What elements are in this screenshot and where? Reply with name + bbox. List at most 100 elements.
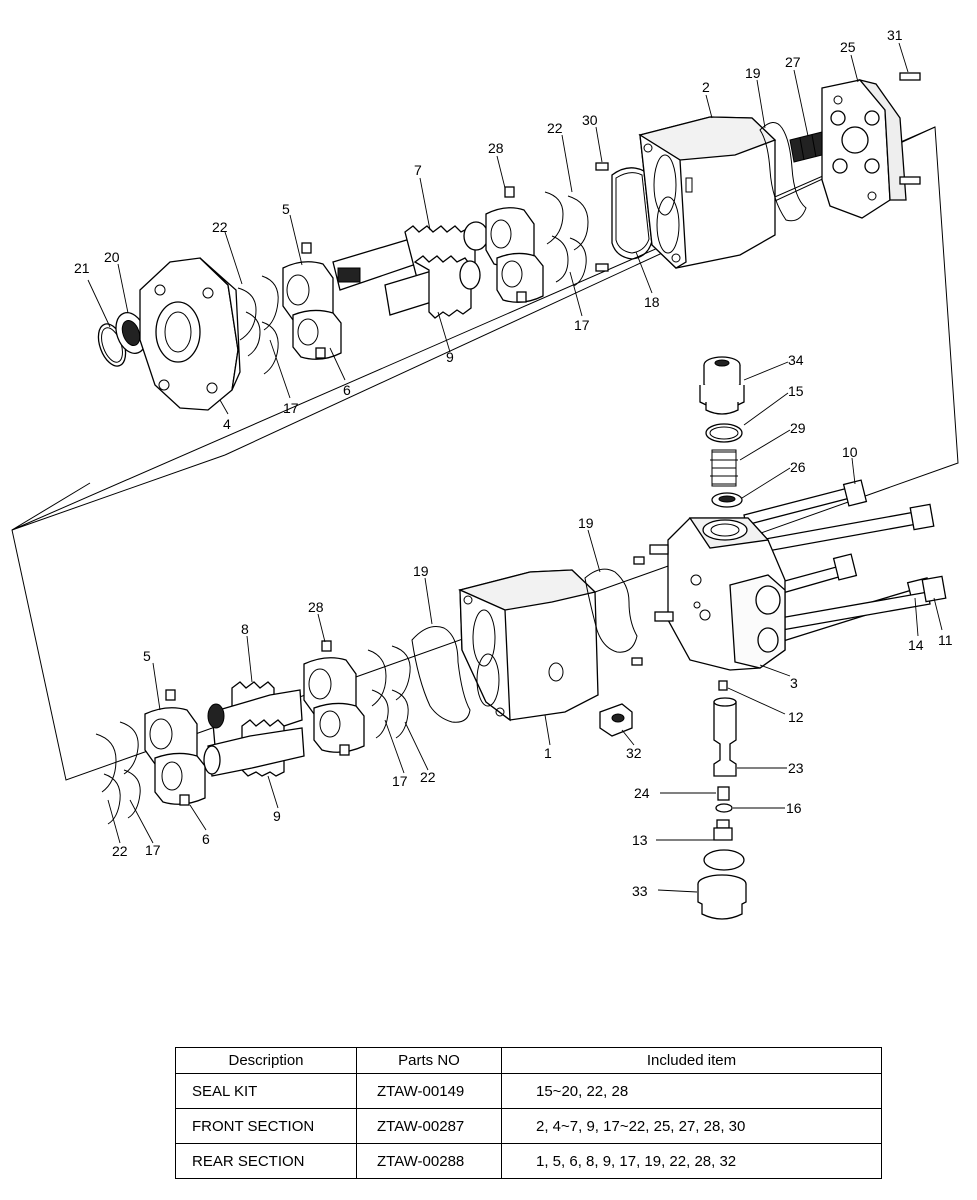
part-o-ring-lower — [703, 849, 745, 871]
part-26-poppet — [711, 492, 743, 508]
part-22-17-backup-rings-rear — [544, 191, 589, 287]
part-10-bolt — [743, 479, 868, 526]
frame-mid-edge — [11, 454, 226, 531]
callout-30: 30 — [582, 112, 598, 128]
part-32-plug — [599, 703, 633, 737]
table-row: FRONT SECTION ZTAW-00287 2, 4~7, 9, 17~2… — [175, 1108, 882, 1144]
part-1-gear-housing-rear — [458, 569, 599, 722]
kit-table: Description Parts NO Included item SEAL … — [175, 1047, 882, 1179]
callout-9: 9 — [446, 349, 454, 365]
callout-3: 3 — [790, 675, 798, 691]
part-22-17-backup-rings-front — [237, 275, 279, 375]
callout-28: 28 — [488, 140, 504, 156]
callout-22: 22 — [212, 219, 228, 235]
part-17-22-backup-rings-rear-upper — [367, 645, 411, 739]
callout-22: 22 — [547, 120, 563, 136]
row-part-no: ZTAW-00287 — [356, 1108, 502, 1144]
part-9-driven-gear-rear — [203, 719, 305, 777]
callout-1: 1 — [544, 745, 552, 761]
callout-8: 8 — [241, 621, 249, 637]
part-11-14-bolts — [777, 575, 947, 643]
callout-9: 9 — [273, 808, 281, 824]
part-bolt-long-b — [769, 553, 858, 597]
part-19-gasket-rear-b — [584, 568, 638, 653]
part-30-pin-b — [595, 263, 609, 272]
part-28-bushing-front — [485, 186, 544, 303]
row-description: FRONT SECTION — [175, 1108, 357, 1144]
header-description: Description — [175, 1047, 357, 1074]
callout-5: 5 — [143, 648, 151, 664]
callout-12: 12 — [788, 709, 804, 725]
part-33-cap — [697, 874, 747, 920]
callout-32: 32 — [626, 745, 642, 761]
callout-17: 17 — [574, 317, 590, 333]
part-23-valve — [713, 697, 737, 777]
part-12-pin — [718, 680, 728, 691]
part-29-spring — [710, 449, 738, 487]
callout-labels: 21 20 22 5 7 28 22 30 2 19 27 25 31 4 17… — [74, 27, 953, 899]
callout-19: 19 — [578, 515, 594, 531]
callout-17: 17 — [145, 842, 161, 858]
row-included: 2, 4~7, 9, 17~22, 25, 27, 28, 30 — [501, 1108, 882, 1144]
table-row: SEAL KIT ZTAW-00149 15~20, 22, 28 — [175, 1073, 882, 1109]
callout-17: 17 — [283, 400, 299, 416]
callout-10: 10 — [842, 444, 858, 460]
row-included: 15~20, 22, 28 — [501, 1073, 882, 1109]
callout-33: 33 — [632, 883, 648, 899]
part-5-bushing-front — [282, 242, 342, 360]
part-28-bushing-rear — [303, 640, 365, 756]
callout-16: 16 — [786, 800, 802, 816]
callout-27: 27 — [785, 54, 801, 70]
callout-31: 31 — [887, 27, 903, 43]
part-30-pin-a — [595, 162, 609, 171]
callout-25: 25 — [840, 39, 856, 55]
part-34-plug — [699, 356, 745, 415]
callout-7: 7 — [414, 162, 422, 178]
part-24-pin — [717, 786, 730, 801]
part-19-gasket-rear-a — [411, 626, 471, 723]
part-25-mounting-flange — [821, 78, 907, 219]
callout-17: 17 — [392, 773, 408, 789]
callout-21: 21 — [74, 260, 90, 276]
part-13-valve-seat — [713, 819, 733, 841]
part-20-oil-seal — [115, 312, 147, 354]
part-dowel-a — [649, 544, 669, 555]
callout-13: 13 — [632, 832, 648, 848]
callout-22: 22 — [112, 843, 128, 859]
part-bolt-long-a — [759, 503, 935, 553]
exploded-parts-diagram: 21 20 22 5 7 28 22 30 2 19 27 25 31 4 17… — [11, 27, 959, 920]
part-18-o-ring — [611, 167, 653, 260]
part-dowel-d — [631, 657, 643, 666]
part-3-rear-cover — [667, 517, 786, 671]
part-31-pin-b — [899, 176, 921, 185]
callout-18: 18 — [644, 294, 660, 310]
part-4-front-cover — [139, 257, 241, 411]
callout-29: 29 — [790, 420, 806, 436]
part-dowel-c — [633, 556, 645, 565]
callout-26: 26 — [790, 459, 806, 475]
callout-20: 20 — [104, 249, 120, 265]
part-dowel-b — [654, 611, 674, 622]
row-description: SEAL KIT — [175, 1073, 357, 1109]
callout-28: 28 — [308, 599, 324, 615]
callout-19: 19 — [745, 65, 761, 81]
callout-5: 5 — [282, 201, 290, 217]
row-description: REAR SECTION — [175, 1143, 357, 1179]
leader-lines — [87, 42, 943, 893]
part-2-gear-housing-front — [638, 116, 777, 269]
part-19-gasket-front — [759, 122, 807, 222]
callout-6: 6 — [202, 831, 210, 847]
callout-22: 22 — [420, 769, 436, 785]
part-22-17-backup-rings-rear-lower — [95, 721, 141, 825]
callout-34: 34 — [788, 352, 804, 368]
part-16-o-ring — [715, 803, 733, 813]
callout-15: 15 — [788, 383, 804, 399]
part-31-pin-a — [899, 72, 921, 81]
row-included: 1, 5, 6, 8, 9, 17, 19, 22, 28, 32 — [501, 1143, 882, 1179]
frame-top-edge — [224, 126, 936, 456]
callout-23: 23 — [788, 760, 804, 776]
callout-6: 6 — [343, 382, 351, 398]
callout-11: 11 — [938, 632, 953, 648]
part-15-o-ring — [705, 423, 743, 443]
table-row: REAR SECTION ZTAW-00288 1, 5, 6, 8, 9, 1… — [175, 1143, 882, 1179]
